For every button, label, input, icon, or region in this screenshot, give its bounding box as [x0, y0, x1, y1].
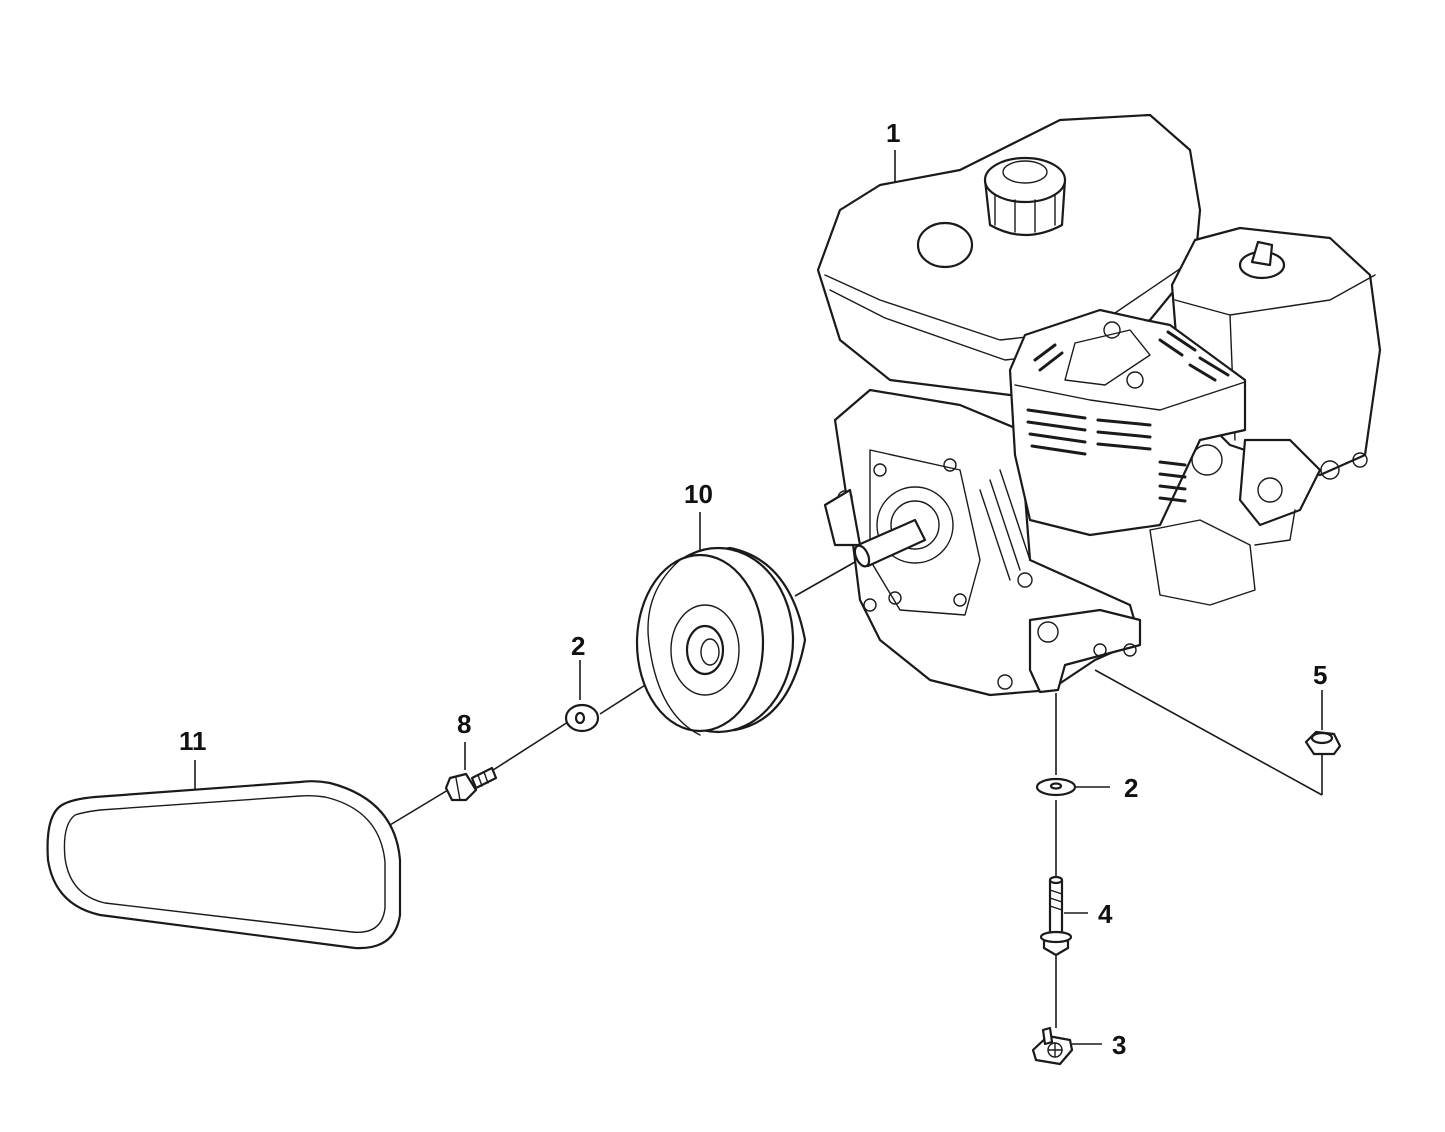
- washer-pulley: [564, 703, 600, 733]
- callout-pulley: 10: [684, 479, 713, 509]
- callout-belt: 11: [179, 726, 207, 756]
- callout-clip: 3: [1112, 1030, 1126, 1060]
- callout-bolt-mount: 4: [1098, 899, 1113, 929]
- engine: [816, 113, 1382, 697]
- callout-engine: 1: [886, 118, 900, 148]
- callout-labels: 1 10 2 8 11 5 2 4 3: [179, 118, 1327, 1060]
- washer-mount: [1035, 777, 1077, 797]
- speed-clip: [1031, 1026, 1074, 1066]
- callout-washer-pulley: 2: [571, 631, 585, 661]
- pulley: [635, 546, 807, 736]
- v-belt: [46, 780, 402, 950]
- callout-nut: 5: [1313, 660, 1327, 690]
- callout-bolt-pulley: 8: [457, 709, 471, 739]
- bolt-pulley: [444, 766, 498, 802]
- callout-washer-mount: 2: [1124, 773, 1138, 803]
- bolt-mount: [1039, 875, 1073, 957]
- flange-nut: [1304, 730, 1342, 756]
